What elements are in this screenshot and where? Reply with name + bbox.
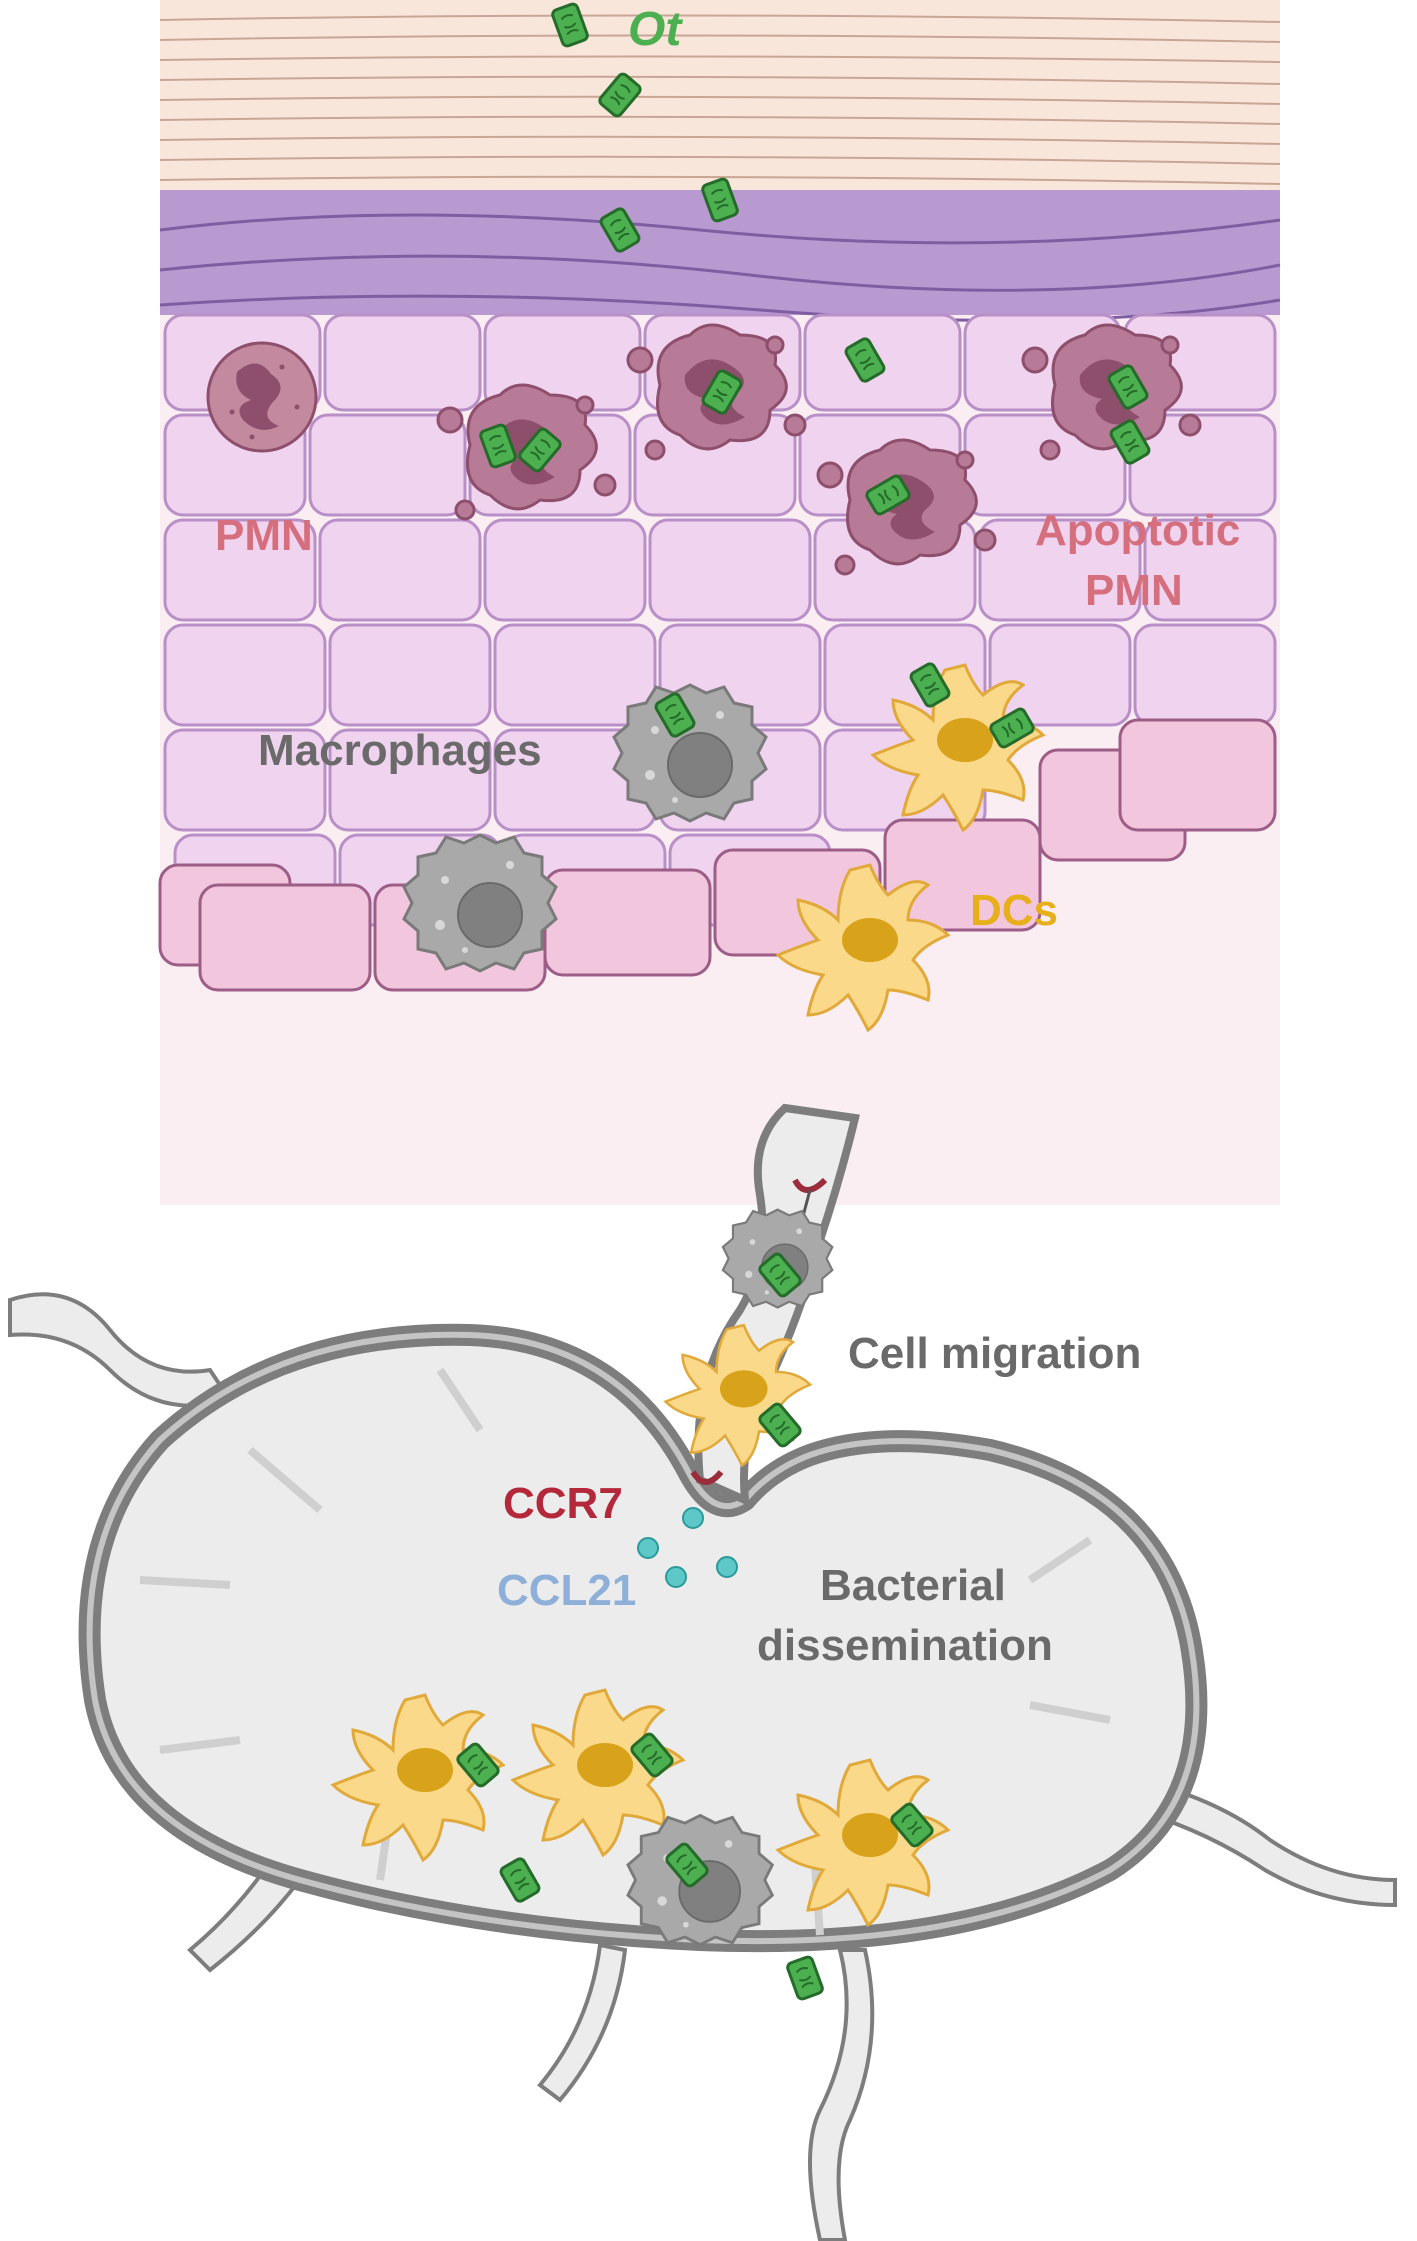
apoptotic-pmn-label-line1: Apoptotic	[1035, 506, 1240, 555]
bacterial-dissemination-label-line2: dissemination	[757, 1621, 1053, 1670]
neutrophil-icon	[206, 341, 318, 453]
ot-label: Ot	[628, 3, 683, 56]
macrophage-icon	[402, 833, 558, 973]
cell-migration-label: Cell migration	[848, 1329, 1141, 1378]
chemokine-dot-icon	[716, 1556, 738, 1578]
ccl21-label: CCL21	[497, 1566, 636, 1615]
macrophage-icon	[612, 683, 768, 823]
chemokine-dot-icon	[665, 1566, 687, 1588]
chemokine-dot-icon	[637, 1537, 659, 1559]
dermis-fibers	[159, 0, 1281, 190]
lymph-node-panel: Cell migration CCR7 CCL21 Bacterial diss…	[8, 1103, 1397, 2241]
pmn-label: PMN	[215, 511, 313, 560]
apoptotic-pmn-label-line2: PMN	[1085, 566, 1183, 615]
dcs-label: DCs	[970, 886, 1058, 935]
bacterium-icon	[784, 1954, 826, 2002]
macrophages-label: Macrophages	[258, 726, 542, 775]
ccr7-label: CCR7	[503, 1479, 623, 1528]
bacterial-dissemination-label-line1: Bacterial	[820, 1561, 1006, 1610]
skin-panel: Ot PMN Apoptotic PMN Macrophages DCs	[158, 0, 1281, 1205]
chemokine-dots	[637, 1507, 738, 1588]
chemokine-dot-icon	[682, 1507, 704, 1529]
